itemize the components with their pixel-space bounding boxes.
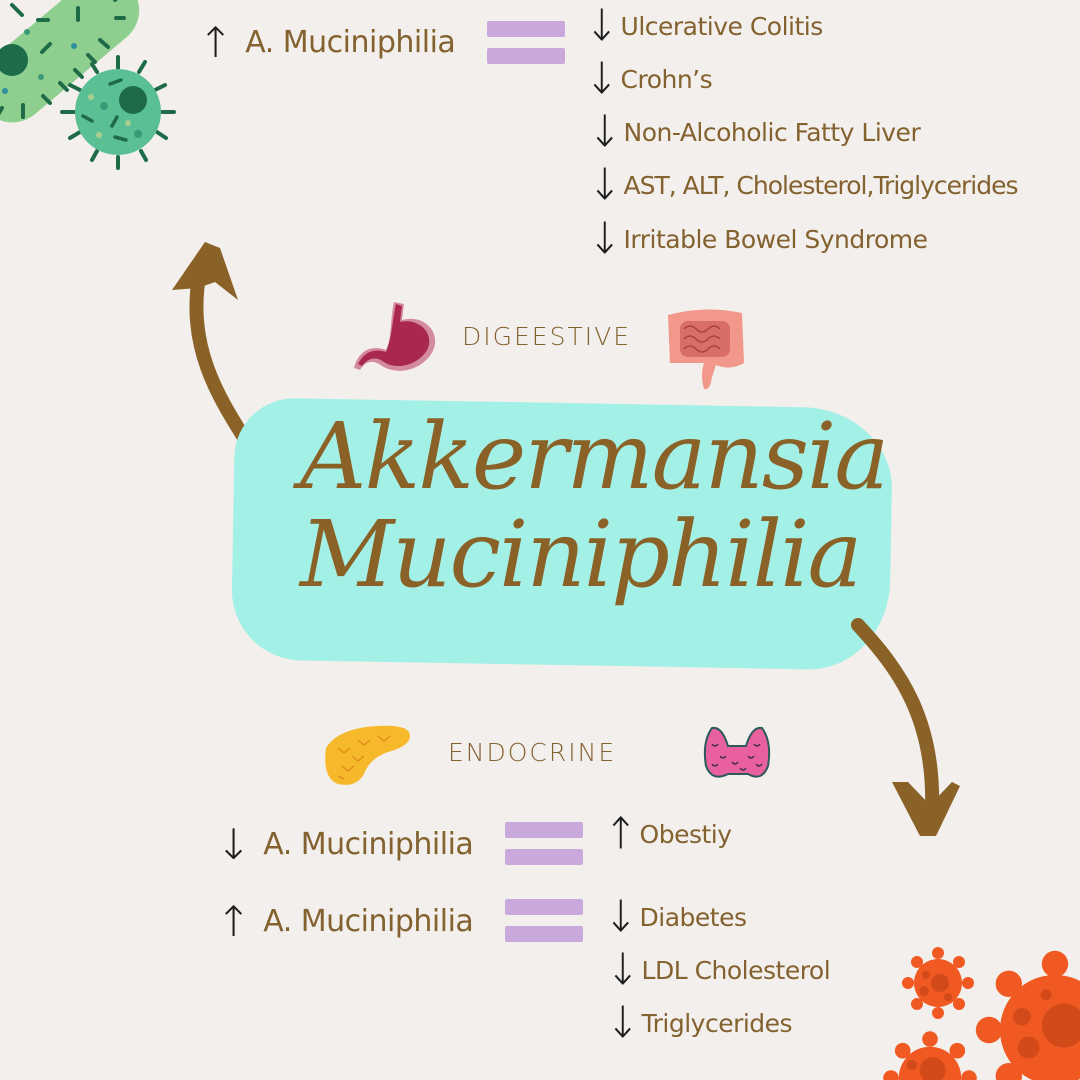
equals-sign-icon [505, 822, 583, 876]
effect-label: AST, ALT, Cholesterol,Triglycerides [623, 170, 1019, 200]
digestive-relation: ↑ A. Muciniphilia [198, 18, 456, 67]
section-label-digestive: DIGEESTIVE [462, 322, 631, 351]
stomach-icon [354, 302, 436, 371]
decrease-arrow-icon: ↓ [606, 997, 640, 1049]
decrease-arrow-icon: ↓ [585, 53, 619, 105]
effect-list-item: ↓ Crohn’s [585, 53, 713, 105]
thyroid-icon [703, 726, 771, 778]
endocrine-relation-2: ↑ A. Muciniphilia [216, 897, 474, 946]
increase-arrow-icon: ↑ [604, 808, 638, 860]
subject-label: A. Muciniphilia [263, 904, 474, 939]
decrease-arrow-icon: ↓ [606, 944, 640, 996]
effect-label: Non-Alcoholic Fatty Liver [623, 117, 921, 147]
effect-label: Obestiy [639, 819, 733, 849]
decrease-arrow-icon: ↓ [588, 106, 622, 158]
decrease-arrow-icon: ↓ [588, 213, 622, 265]
title-line-2: Muciniphilia [300, 501, 862, 608]
subject-label: A. Muciniphilia [263, 827, 474, 862]
effect-label: Irritable Bowel Syndrome [623, 224, 929, 254]
effect-list-item: ↓ Ulcerative Colitis [585, 0, 824, 52]
curved-arrow-down-icon [851, 618, 960, 836]
subject-label: A. Muciniphilia [245, 25, 456, 60]
effect-label: Triglycerides [641, 1008, 793, 1038]
equals-sign-icon [505, 899, 583, 953]
title-line-1: Akkermansia [300, 403, 889, 510]
section-label-endocrine: ENDOCRINE [448, 738, 617, 767]
effect-list-item: ↓ Triglycerides [606, 997, 793, 1049]
virus-icon [883, 947, 1080, 1080]
effect-list-item: ↓ Irritable Bowel Syndrome [588, 213, 929, 265]
increase-arrow-icon: ↑ [198, 18, 234, 67]
endocrine-relation-1: ↓ A. Muciniphilia [216, 820, 474, 869]
effect-list-item: ↑ Obestiy [604, 808, 733, 860]
bacteria-icon [0, 0, 176, 170]
effect-label: Crohn’s [620, 64, 713, 94]
page-title: Akkermansia Muciniphilia [300, 403, 889, 608]
effect-list-item: ↓ Diabetes [604, 891, 747, 943]
effect-label: Diabetes [639, 902, 747, 932]
pancreas-icon [325, 725, 410, 785]
decrease-arrow-icon: ↓ [588, 159, 622, 211]
effect-list-item: ↓ LDL Cholesterol [606, 944, 831, 996]
decrease-arrow-icon: ↓ [604, 891, 638, 943]
decrease-arrow-icon: ↓ [216, 820, 252, 869]
decrease-arrow-icon: ↓ [585, 0, 619, 52]
increase-arrow-icon: ↑ [216, 897, 252, 946]
effect-label: Ulcerative Colitis [620, 11, 824, 41]
effect-list-item: ↓ AST, ALT, Cholesterol,Triglycerides [588, 159, 1019, 211]
equals-sign-icon [487, 21, 565, 75]
intestine-icon [668, 309, 744, 390]
effect-label: LDL Cholesterol [641, 955, 831, 985]
effect-list-item: ↓ Non-Alcoholic Fatty Liver [588, 106, 921, 158]
